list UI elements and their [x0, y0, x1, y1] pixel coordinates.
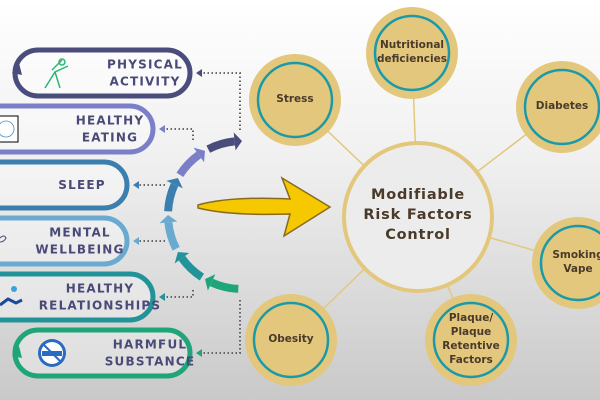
center-label: Risk Factors: [363, 207, 472, 223]
exercise-person-icon: [44, 58, 69, 89]
cycle-arc-segment: [164, 182, 179, 212]
risk-factor-label: Plaque: [451, 326, 492, 338]
lifestyle-item: MENTAL WELLBEING: [0, 215, 165, 267]
dotted-connector: [165, 290, 194, 298]
lifestyle-label: SUBSTANCE: [105, 355, 196, 369]
lifestyle-label: RELATIONSHIPS: [39, 299, 162, 313]
lifestyle-label: ACTIVITY: [110, 75, 181, 89]
arrow-head-icon: [12, 63, 22, 75]
lifestyle-item: HEALTHY EATING: [0, 103, 194, 155]
risk-factor-ring: [432, 301, 510, 379]
risk-factor-circle: [516, 61, 600, 153]
connector-arrow-icon: [159, 125, 165, 133]
risk-factor-label: Diabetes: [536, 100, 588, 112]
risk-factor-ring: [523, 68, 600, 146]
lifestyle-label: WELLBEING: [35, 243, 124, 257]
lifestyle-label: HEALTHY: [66, 282, 135, 296]
connector-arrow-icon: [159, 293, 165, 301]
healthy-eating-icon: [0, 115, 19, 143]
lifestyle-item: PHYSICAL ACTIVITY: [12, 47, 241, 130]
risk-factor-ring: [252, 301, 330, 379]
risk-factor-node: Diabetes: [516, 61, 600, 153]
connector-arrow-icon: [196, 69, 202, 77]
lifestyle-item: SLEEP: [0, 159, 165, 211]
lifestyle-item: HEALTHY RELATIONSHIPS: [0, 271, 194, 323]
cycle-arrow-head-icon: [205, 274, 216, 291]
connector-arrow-icon: [196, 349, 202, 357]
lifestyle-item: HARMFUL SUBSTANCE: [12, 300, 241, 379]
risk-factor-ring: [256, 61, 334, 139]
cycle-arrow-head-icon: [233, 132, 242, 151]
cycle-arc-segment: [164, 221, 180, 251]
lifestyle-label: PHYSICAL: [107, 58, 183, 72]
connector-arrow-icon: [133, 181, 139, 189]
no-smoking-icon: [38, 339, 66, 367]
lifestyle-pill: [0, 103, 156, 155]
risk-factor-label: Stress: [276, 93, 313, 105]
risk-factor-circle: [366, 7, 458, 99]
risk-factor-node: Stress: [249, 54, 341, 146]
dotted-connector: [202, 300, 241, 354]
risk-factor-circle: [425, 294, 517, 386]
risk-factor-label: Retentive: [442, 340, 499, 352]
cycle-arrow-head-icon: [193, 147, 205, 163]
cycle-arrow-head-icon: [174, 252, 190, 264]
dotted-connector: [202, 72, 241, 130]
cycle-arc-segment: [178, 255, 205, 281]
center-label: Control: [385, 227, 451, 243]
risk-factor-label: Nutritional: [380, 39, 444, 51]
risk-factor-node: Nutritional deficiencies: [366, 7, 458, 99]
lifestyle-label: EATING: [82, 131, 138, 145]
cycle-arrow-head-icon: [166, 178, 183, 189]
risk-factor-label: Smoking: [552, 249, 600, 261]
risk-factor-ring: [373, 14, 451, 92]
connector-arrow-icon: [133, 237, 139, 245]
risk-factor-label: Factors: [449, 354, 493, 366]
lifestyle-pill: [0, 271, 156, 323]
center-label: Modifiable: [371, 187, 465, 203]
arrow-head-icon: [12, 346, 22, 358]
mind-icon: [0, 235, 7, 243]
lifestyle-label: HARMFUL: [113, 338, 188, 352]
risk-factor-label: deficiencies: [377, 53, 447, 65]
lifestyle-pill: [0, 159, 130, 211]
cycle-arc-segment: [209, 278, 239, 293]
lifestyle-label: HEALTHY: [76, 114, 145, 128]
handshake-people-icon: [0, 286, 23, 307]
lifestyle-pill: [0, 215, 130, 267]
lifestyle-label: MENTAL: [49, 226, 111, 240]
risk-factor-node: Obesity: [245, 294, 337, 386]
risk-factor-ring: [539, 224, 600, 302]
cycle-arc-segment: [206, 137, 236, 153]
risk-factor-label: Plaque/: [449, 312, 493, 324]
cycle-arrow-head-icon: [159, 215, 178, 224]
lifestyle-label: SLEEP: [58, 178, 105, 192]
dotted-connector: [165, 128, 194, 140]
risk-factor-label: Vape: [563, 263, 592, 275]
risk-factor-circle: [249, 54, 341, 146]
center-circle: [342, 141, 494, 293]
yellow-arrow-icon: [197, 176, 332, 238]
risk-factor-label: Obesity: [268, 333, 313, 345]
risk-factor-circle: [245, 294, 337, 386]
cycle-arc-segment: [176, 151, 202, 178]
